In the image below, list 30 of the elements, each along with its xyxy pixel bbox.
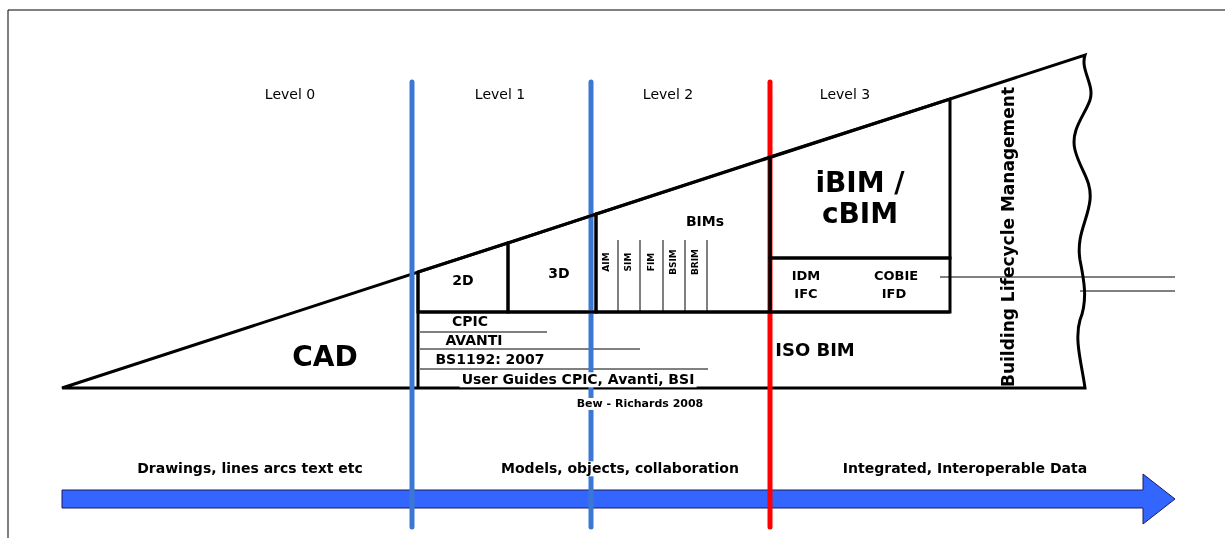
level-title: iBIM / cBIM bbox=[814, 168, 906, 230]
stage-title: ISO BIM bbox=[775, 340, 855, 360]
standard-name: AVANTI bbox=[445, 333, 503, 349]
model-type-text: SIM bbox=[624, 252, 634, 272]
level-title: BIMs bbox=[684, 214, 726, 230]
stage-title: CAD bbox=[292, 341, 358, 373]
model-type-text: BSIM bbox=[669, 249, 679, 275]
standard-name: CPIC bbox=[452, 314, 488, 330]
standard-text: IDM IFC bbox=[790, 266, 822, 303]
timeline-text: Models, objects, collaboration bbox=[499, 461, 741, 477]
level-box bbox=[596, 157, 770, 312]
model-type-text: BRIM bbox=[691, 248, 701, 276]
level-heading: Level 2 bbox=[642, 87, 694, 103]
timeline-text: Drawings, lines arcs text etc bbox=[137, 461, 363, 477]
level-title: 2D bbox=[451, 273, 475, 289]
level-box bbox=[418, 243, 508, 312]
standard-name: BS1192: 2007 bbox=[435, 352, 545, 368]
credit-text: Bew - Richards 2008 bbox=[574, 397, 706, 411]
level-heading: Level 0 bbox=[264, 87, 316, 103]
level-title: 3D bbox=[547, 266, 571, 282]
level-box bbox=[770, 258, 950, 312]
level-heading: Level 1 bbox=[474, 87, 526, 103]
level-box bbox=[770, 99, 950, 258]
model-type-text: FIM bbox=[646, 252, 657, 272]
level-box bbox=[508, 214, 596, 312]
model-type-text: AIM bbox=[602, 252, 612, 272]
level-heading: Level 3 bbox=[819, 87, 871, 103]
timeline-text: Integrated, Interoperable Data bbox=[842, 461, 1088, 477]
vertical-heading: Building Lifecycle Management bbox=[998, 86, 1018, 388]
standard-name: User Guides CPIC, Avanti, BSI bbox=[459, 372, 697, 388]
